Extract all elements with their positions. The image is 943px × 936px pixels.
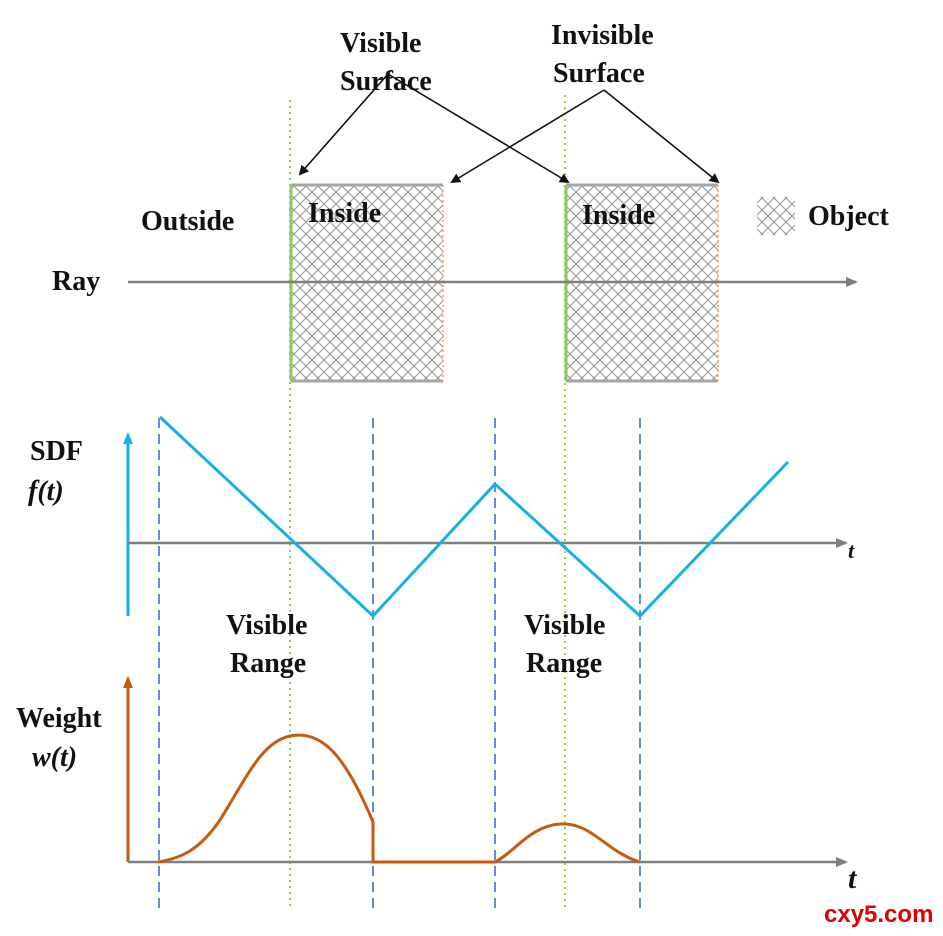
weight-label-line1: Weight: [16, 703, 102, 734]
invisible-surface-label-line2: Surface: [553, 58, 645, 89]
invisible-surface-arrow-2: [603, 89, 720, 184]
visible-range-1-line1: Visible: [226, 610, 307, 641]
sdf-plot: SDF f(t) t: [28, 415, 855, 619]
visible-range-2-line1: Visible: [524, 610, 605, 641]
sdf-axis-t-label: t: [848, 538, 855, 563]
watermark: cxy5.com: [824, 901, 933, 928]
weight-plot: Weight w(t) t: [16, 676, 858, 895]
invisible-surface-arrow-1: [450, 89, 605, 184]
visible-surface-arrow-1: [298, 73, 389, 176]
visible-range-1-line2: Range: [230, 648, 306, 679]
ray-label: Ray: [52, 266, 100, 297]
sdf-curve: [158, 415, 790, 619]
sdf-label-line2: f(t): [28, 476, 64, 507]
visible-surface-label-line1: Visible: [340, 28, 421, 59]
outside-label: Outside: [141, 206, 234, 237]
visible-range-2-line2: Range: [526, 648, 602, 679]
weight-label-line2: w(t): [32, 742, 77, 773]
inside-label-2: Inside: [582, 200, 655, 231]
invisible-surface-label-line1: Invisible: [551, 20, 654, 51]
object-legend-label: Object: [808, 201, 890, 232]
weight-axis-t-label: t: [848, 862, 858, 895]
inside-label-1: Inside: [308, 198, 381, 229]
object-legend-swatch: [757, 197, 795, 235]
ray: Ray: [52, 266, 858, 297]
visible-surface-arrow-2: [387, 73, 570, 184]
surface-guides: [289, 95, 566, 910]
object-legend: Object: [757, 197, 890, 235]
weight-curve: [157, 733, 641, 864]
sdf-label-line1: SDF: [30, 436, 83, 467]
pointer-arrows: [298, 73, 720, 184]
